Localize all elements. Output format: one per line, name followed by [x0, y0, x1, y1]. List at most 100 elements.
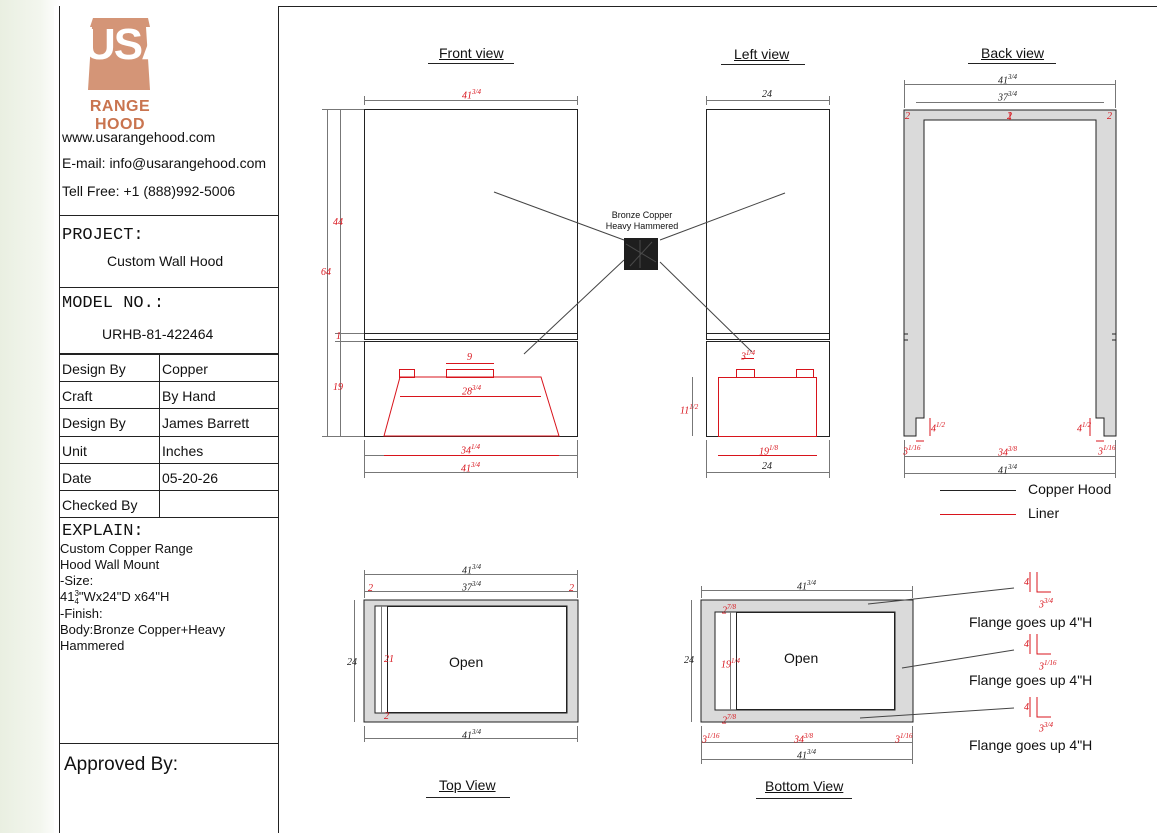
back-view-red-marks [916, 112, 1104, 442]
bottom-view-open-label: Open [784, 650, 819, 666]
spec-row: Craft By Hand [60, 381, 278, 410]
phone-number[interactable]: Tell Free: +1 (888)992-5006 [62, 183, 236, 199]
explain-text: Custom Copper Range Hood Wall Mount -Siz… [60, 541, 225, 654]
legend-liner: Liner [1028, 505, 1060, 521]
spec-value: By Hand [162, 388, 216, 405]
spec-separator [159, 409, 160, 437]
dim-top-width-bottom: 413/4 [462, 728, 481, 742]
spec-key: Date [62, 469, 92, 486]
email-link[interactable]: E-mail: info@usarangehood.com [62, 155, 267, 171]
flange-height-3: 4 [1024, 702, 1029, 713]
spec-key: Design By [62, 361, 126, 377]
front-view-liner [383, 363, 560, 456]
dim-front-collar: 9 [467, 352, 472, 363]
dim-back-foot-right: 41/2 [1077, 421, 1091, 435]
dim-top-back: 2 [384, 711, 389, 722]
dim-left-liner-height: 111/2 [680, 403, 699, 417]
website-link[interactable]: www.usarangehood.com [62, 129, 216, 145]
swatch-texture [625, 240, 657, 268]
dim-back-width: 413/4 [998, 73, 1017, 87]
dim-bottom-back: 27/8 [722, 713, 736, 727]
explain-line: Hood Wall Mount [60, 557, 160, 572]
left-view-drawing [692, 96, 830, 478]
dim-front-height-upper: 44 [333, 217, 343, 228]
explain-line: Body:Bronze Copper+Heavy [60, 621, 226, 637]
dim-top-side-right: 2 [569, 583, 574, 594]
spec-separator [159, 463, 160, 491]
explain-line: -Finish: [60, 605, 103, 621]
top-view-title-rule [426, 797, 510, 798]
project-value: Custom Wall Hood [107, 253, 224, 269]
dim-top-width: 413/4 [462, 563, 481, 577]
left-view-liner [718, 358, 817, 456]
back-view-drawing [903, 80, 1117, 478]
bottom-view-title: Bottom View [765, 778, 844, 794]
spec-row: Checked By [60, 490, 278, 518]
dim-bottom-width: 413/4 [797, 579, 816, 593]
dim-top-side-left: 2 [368, 583, 373, 594]
explain-line: Custom Copper Range [60, 541, 193, 556]
top-view-drawing [354, 570, 579, 742]
dim-bottom-depth: 24 [684, 655, 694, 666]
flange-width-2: 31/16 [1039, 659, 1057, 673]
dim-back-leg-left: 31/16 [903, 444, 921, 458]
flange-note-top: Flange goes up 4"H [969, 614, 1093, 630]
dim-front-width-bottom: 413/4 [461, 461, 480, 475]
dim-back-inner-width: 373/4 [998, 90, 1017, 104]
front-view-title-rule [428, 63, 514, 64]
spec-separator [159, 355, 160, 382]
dim-top-depth: 24 [347, 657, 357, 668]
spec-separator [159, 491, 160, 518]
flange-note-middle: Flange goes up 4"H [969, 672, 1093, 688]
dim-back-width-bottom: 413/4 [998, 463, 1017, 477]
flange-width-3: 33/4 [1039, 721, 1053, 735]
dim-back-foot-left: 41/2 [931, 421, 945, 435]
approved-by-label: Approved By: [64, 754, 179, 775]
dim-left-depth: 24 [762, 89, 772, 100]
explain-label: EXPLAIN: [62, 522, 144, 541]
spec-value: Copper [162, 361, 208, 377]
left-view-title-rule [721, 64, 805, 65]
dim-left-depth-bottom: 24 [762, 461, 772, 472]
legend-copper-hood: Copper Hood [1028, 481, 1112, 497]
dim-bottom-leg-right: 31/16 [895, 732, 913, 746]
spec-value: James Barrett [162, 415, 250, 432]
spec-key: Craft [62, 388, 93, 405]
spec-separator [159, 382, 160, 410]
flange-note-bottom: Flange goes up 4"H [969, 737, 1093, 753]
model-value: URHB-81-422464 [102, 326, 214, 342]
spec-key: Checked By [62, 497, 138, 513]
dim-back-leg-right: 31/16 [1098, 444, 1116, 458]
dim-bottom-width-bottom: 413/4 [797, 748, 816, 762]
dim-back-side-right: 2 [1107, 111, 1112, 122]
dim-bottom-leg-left: 31/16 [702, 732, 720, 746]
spec-row: Design By James Barrett [60, 408, 278, 437]
dim-back-opening: 343/8 [998, 445, 1017, 459]
bottom-view-drawing [691, 586, 914, 764]
spec-key: Design By [62, 415, 126, 432]
dim-front-liner-bottom: 341/4 [461, 443, 480, 457]
bottom-view-title-rule [756, 798, 852, 799]
dim-front-band: 1 [336, 331, 341, 342]
dim-back-side-left: 2 [905, 111, 910, 122]
dim-front-width: 413/4 [462, 88, 481, 102]
dim-top-inner-width: 373/4 [462, 580, 481, 594]
explain-line: Hammered [60, 637, 125, 653]
spec-row: Design By Copper [60, 354, 278, 382]
spec-separator [159, 436, 160, 464]
dim-front-height-total: 64 [321, 267, 331, 278]
logo-subtitle: RANGE HOOD [89, 98, 151, 133]
spec-value: Inches [162, 442, 204, 459]
dim-bottom-opening: 343/8 [794, 732, 813, 746]
dim-left-collar: 31/4 [741, 349, 755, 363]
flange-height-1: 4 [1024, 577, 1029, 588]
dim-bottom-inner-depth: 191/4 [721, 657, 740, 671]
dim-bottom-front: 27/8 [722, 603, 736, 617]
spec-value: 05-20-26 [162, 469, 219, 486]
left-view-title: Left view [734, 46, 790, 62]
top-view-open-label: Open [449, 654, 484, 670]
dim-front-liner-top: 283/4 [462, 384, 481, 398]
dim-back-top: 2 [1007, 111, 1012, 122]
flange-callouts [859, 587, 1015, 719]
